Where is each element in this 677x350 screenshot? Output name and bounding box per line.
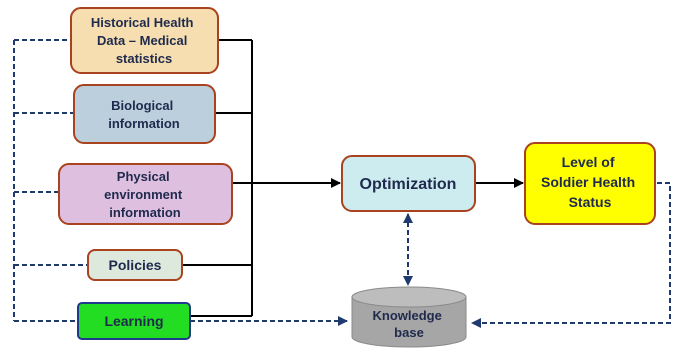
node-physical-box: [58, 163, 233, 225]
node-biological-label: Biological information: [108, 98, 180, 131]
solid-connectors: [182, 39, 524, 317]
node-optimization-box: [341, 155, 476, 212]
node-learning-box: [77, 302, 191, 340]
node-health-status-label: Level of Soldier Health Status: [541, 154, 639, 210]
node-historical-line-2: Data – Medical: [97, 33, 187, 48]
node-physical-line-3: information: [109, 205, 181, 220]
node-knowledge-base: Knowledge base: [351, 286, 467, 348]
node-biological: Biological information: [73, 84, 216, 144]
node-learning: Learning: [77, 302, 191, 340]
dashed-feedback-health-to-knowledge: [471, 182, 671, 328]
node-health-status-line-1: Level of: [562, 154, 615, 170]
node-policies-box: [87, 249, 183, 281]
node-physical-line-1: Physical: [117, 169, 170, 184]
node-health-status-line-3: Status: [569, 194, 612, 210]
knowledge-base-cylinder-body: [351, 297, 467, 348]
knowledge-base-cylinder-top: [351, 286, 467, 308]
node-health-status-box: [524, 142, 656, 225]
node-policies: Policies: [87, 249, 183, 281]
node-physical-label: Physical environment information: [104, 169, 186, 220]
node-knowledge-base-label: Knowledge base: [373, 308, 446, 340]
node-optimization-label: Optimization: [360, 176, 457, 193]
node-knowledge-base-line-2: base: [394, 325, 424, 340]
node-optimization: Optimization: [341, 155, 476, 212]
node-health-status-line-2: Soldier Health: [541, 174, 635, 190]
node-knowledge-base-line-1: Knowledge: [373, 308, 442, 323]
node-historical-line-1: Historical Health: [91, 15, 194, 30]
node-historical-box: [70, 7, 219, 74]
node-historical: Historical Health Data – Medical statist…: [70, 7, 219, 74]
node-physical-line-2: environment: [104, 187, 183, 202]
node-historical-line-3: statistics: [116, 51, 172, 66]
node-biological-line-2: information: [108, 116, 180, 131]
node-health-status: Level of Soldier Health Status: [524, 142, 656, 225]
node-learning-label: Learning: [104, 313, 163, 329]
node-biological-line-1: Biological: [111, 98, 173, 113]
node-historical-label: Historical Health Data – Medical statist…: [91, 15, 197, 66]
node-physical: Physical environment information: [58, 163, 233, 225]
dashed-connectors: [13, 39, 671, 328]
node-biological-box: [73, 84, 216, 144]
node-policies-label: Policies: [109, 257, 162, 273]
